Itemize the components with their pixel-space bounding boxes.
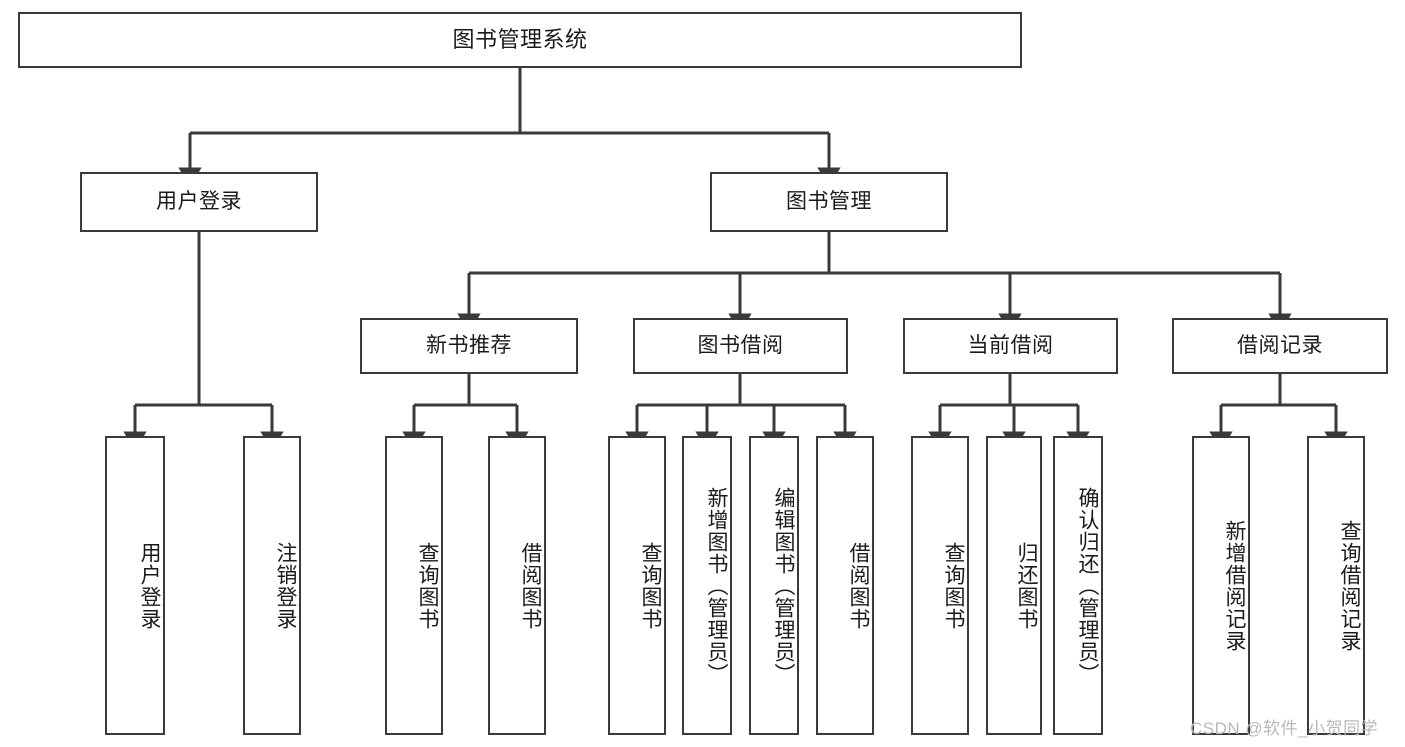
node-label: 新增借阅记录 (1223, 519, 1246, 652)
level3-node-新书推荐-0[interactable]: 新书推荐 (360, 318, 578, 374)
leaf-node-注销登录-1[interactable]: 注销登录 (243, 436, 301, 735)
node-label: 图书管理系统 (452, 26, 588, 52)
level2-node-图书管理-1[interactable]: 图书管理 (710, 172, 948, 232)
node-label: 查询图书 (416, 541, 439, 630)
leaf-node-查询借阅记录-12[interactable]: 查询借阅记录 (1307, 436, 1365, 735)
leaf-node-用户登录-0[interactable]: 用户登录 (105, 436, 165, 735)
leaf-node-归还图书-9[interactable]: 归还图书 (986, 436, 1042, 735)
node-label: 当前借阅 (967, 334, 1054, 358)
node-label: 用户登录 (156, 190, 242, 214)
level3-node-借阅记录-3[interactable]: 借阅记录 (1172, 318, 1388, 374)
node-label: 新增图书（管理员） (705, 486, 728, 685)
level3-node-图书借阅-1[interactable]: 图书借阅 (633, 318, 848, 374)
node-label: 新书推荐 (426, 334, 512, 358)
node-label: 归还图书 (1015, 541, 1038, 630)
leaf-node-借阅图书-3[interactable]: 借阅图书 (488, 436, 546, 735)
leaf-node-查询图书-4[interactable]: 查询图书 (608, 436, 666, 735)
node-label: 用户登录 (138, 541, 161, 630)
node-label: 查询借阅记录 (1338, 519, 1361, 652)
leaf-node-查询图书-8[interactable]: 查询图书 (911, 436, 969, 735)
csdn-watermark: CSDN @软件_小贺同学 (1190, 719, 1379, 738)
node-label: 查询图书 (942, 541, 965, 630)
level2-node-用户登录-0[interactable]: 用户登录 (80, 172, 318, 232)
node-label: 图书借阅 (697, 334, 784, 358)
node-label: 注销登录 (274, 541, 297, 630)
node-label: 借阅记录 (1237, 334, 1323, 358)
node-label: 确认归还（管理员） (1076, 486, 1099, 685)
leaf-node-查询图书-2[interactable]: 查询图书 (385, 436, 443, 735)
leaf-node-编辑图书管理员-6[interactable]: 编辑图书（管理员） (749, 436, 799, 735)
node-label: 编辑图书（管理员） (772, 486, 795, 685)
node-label: 借阅图书 (847, 541, 870, 630)
leaf-node-确认归还管理员-10[interactable]: 确认归还（管理员） (1053, 436, 1103, 735)
leaf-node-新增借阅记录-11[interactable]: 新增借阅记录 (1192, 436, 1250, 735)
root-node-图书管理系统[interactable]: 图书管理系统 (18, 12, 1022, 68)
node-label: 查询图书 (639, 541, 662, 630)
leaf-node-借阅图书-7[interactable]: 借阅图书 (816, 436, 874, 735)
node-label: 图书管理 (786, 190, 872, 214)
level3-node-当前借阅-2[interactable]: 当前借阅 (903, 318, 1118, 374)
node-label: 借阅图书 (519, 541, 542, 630)
leaf-node-新增图书管理员-5[interactable]: 新增图书（管理员） (682, 436, 732, 735)
